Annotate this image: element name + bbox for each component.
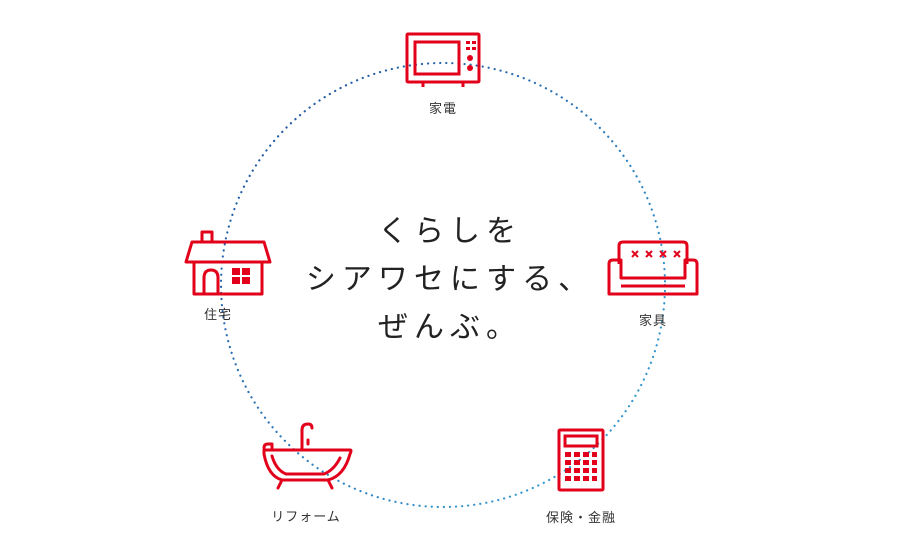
headline-line-2: シアワセにする、 (305, 262, 595, 297)
category-reform-label: リフォーム (271, 510, 341, 525)
category-appliance[interactable]: 家電 (393, 30, 493, 117)
headline-line-1: くらしを (378, 214, 522, 249)
sofa-icon (607, 240, 699, 296)
category-furniture[interactable]: 家具 (598, 238, 708, 329)
headline: くらしを シアワセにする、 ぜんぶ。 (280, 208, 620, 352)
category-insurance[interactable]: 保険・金融 (526, 427, 636, 526)
category-appliance-label: 家電 (428, 102, 457, 117)
house-icon (184, 230, 272, 296)
category-reform[interactable]: リフォーム (250, 420, 362, 525)
category-housing[interactable]: 住宅 (178, 228, 278, 323)
category-housing-label: 住宅 (204, 308, 233, 323)
bathtub-icon (262, 422, 353, 490)
microwave-icon (405, 32, 481, 87)
headline-line-3: ぜんぶ。 (378, 310, 522, 345)
category-insurance-label: 保険・金融 (545, 511, 616, 526)
calculator-icon (557, 428, 605, 492)
category-furniture-label: 家具 (638, 314, 667, 329)
